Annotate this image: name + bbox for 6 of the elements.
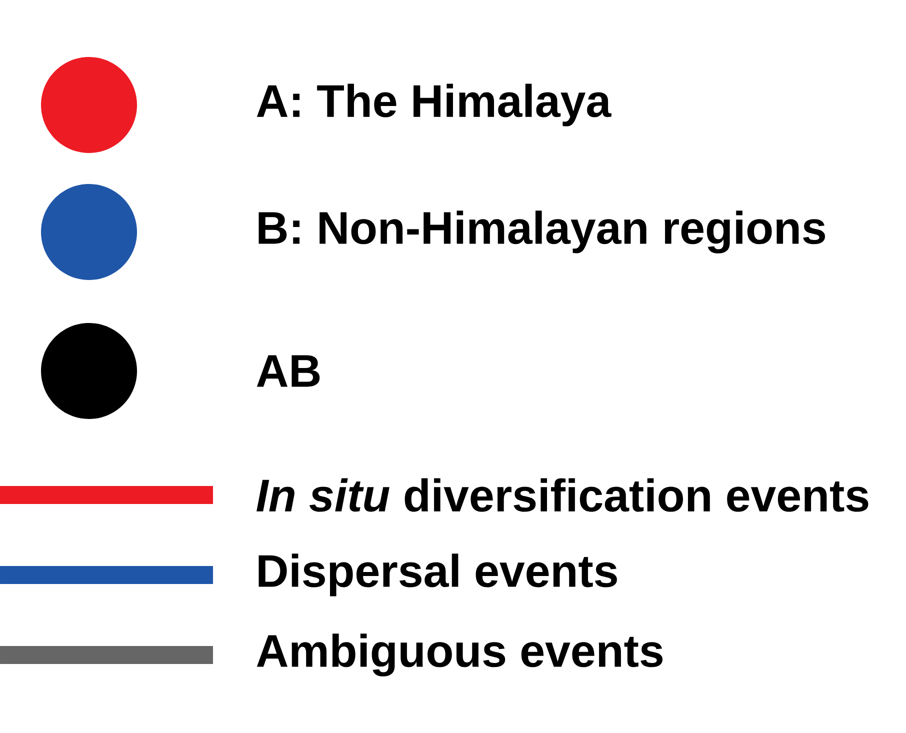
legend-text: B: Non-Himalayan regions [258,210,825,254]
legend-text: Ambiguous events [256,634,663,676]
legend-text: AB [256,355,320,387]
legend-text: Dispersal events [258,554,617,596]
legend-text: A: The Himalaya [256,84,612,126]
legend-text: In situ diversification events [256,478,868,512]
